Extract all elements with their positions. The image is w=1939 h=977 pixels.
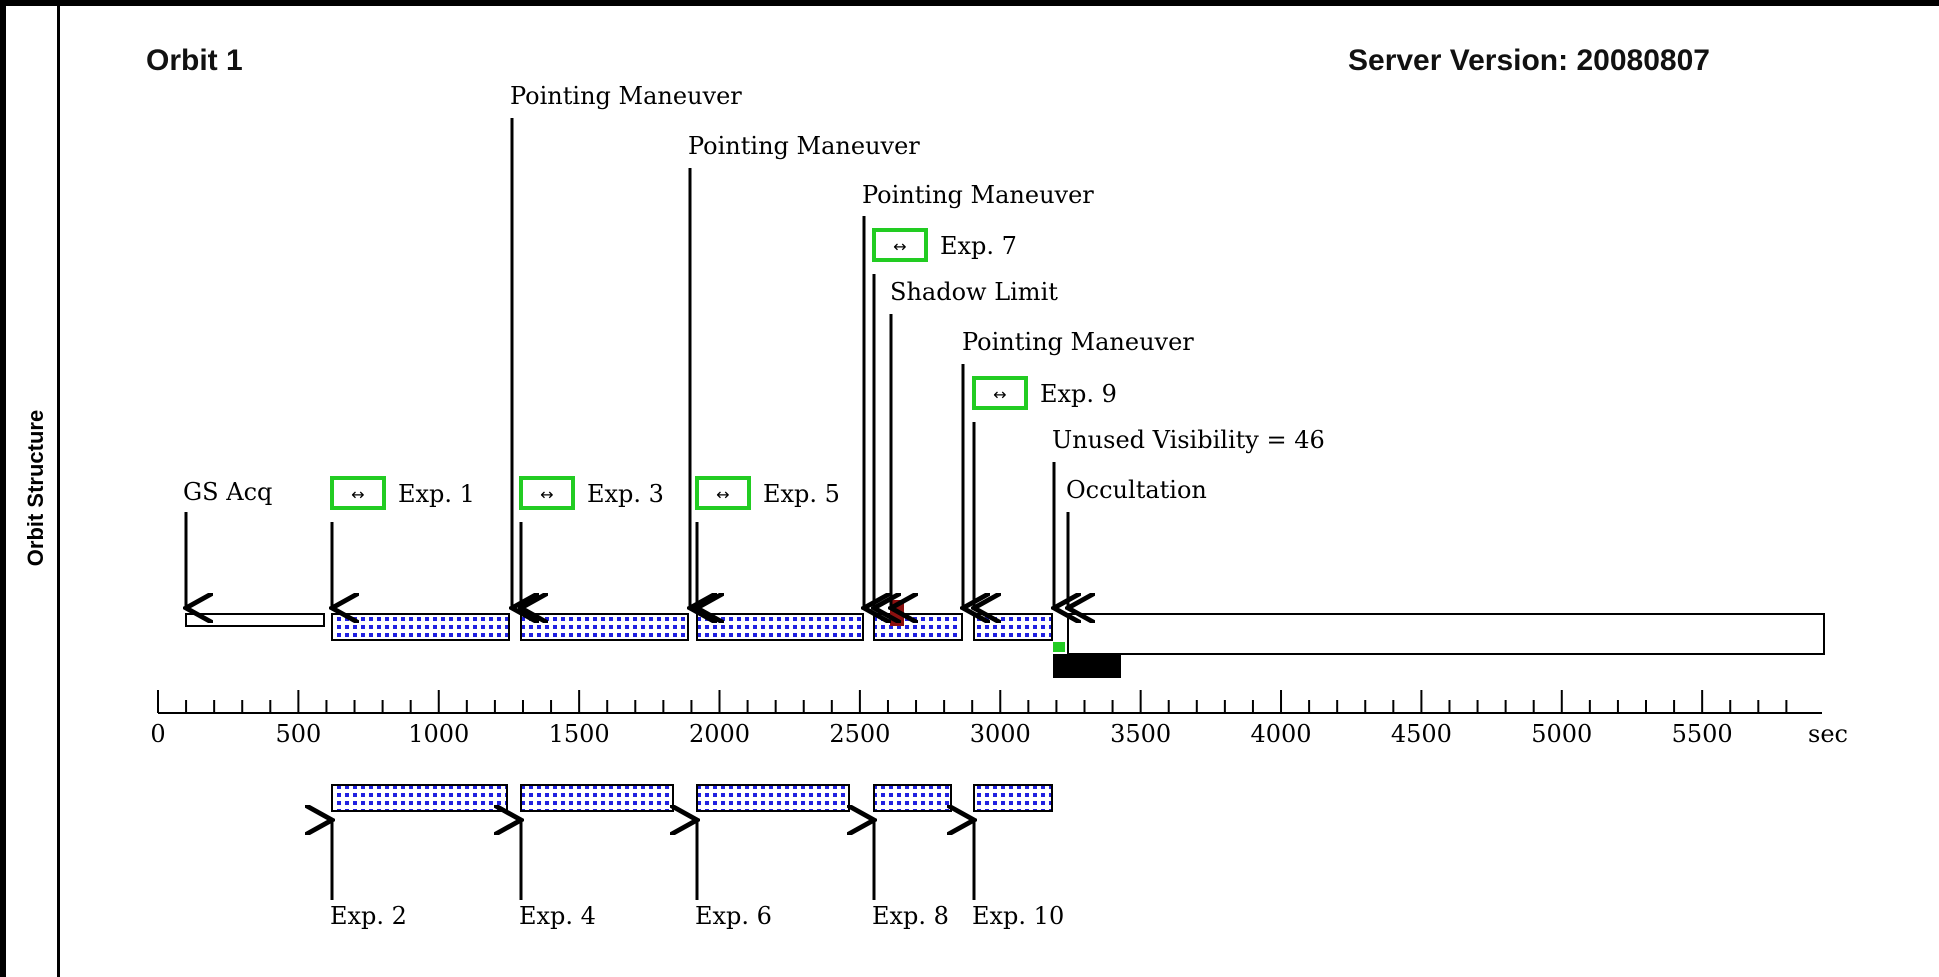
axis-unit: sec [1808,720,1848,748]
event-label: Occultation [1066,476,1207,504]
exposure-label-bottom: Exp. 10 [972,902,1064,930]
axis-tick-label: 4500 [1391,720,1452,748]
unused-visibility-marker [1053,642,1065,652]
exposure-label-top: Exp. 1 [398,480,475,508]
exposure-bar-bottom [331,784,508,812]
exposure-label-bottom: Exp. 4 [519,902,596,930]
exposure-label-top: Exp. 7 [940,232,1017,260]
event-label: Pointing Maneuver [862,181,1094,209]
orbit-title: Orbit 1 [146,44,243,77]
expand-arrows-icon: ↔ [540,485,553,504]
axis-tick-label: 3000 [970,720,1031,748]
expand-arrows-icon: ↔ [993,385,1006,404]
exposure-label-bottom: Exp. 2 [330,902,407,930]
axis-tick-label: 1000 [408,720,469,748]
expand-box [330,476,386,510]
axis-tick-label: 2000 [689,720,750,748]
expand-box [695,476,751,510]
bottom-exposures-layer: Exp. 2 Exp. 4 Exp. 6 Exp. 8 Exp. 10 [330,784,1064,930]
axis-tick-label: 4000 [1250,720,1311,748]
axis-tick-label: 3500 [1110,720,1171,748]
event-label: Pointing Maneuver [510,82,742,110]
axis-layer: 0 500 1000 1500 2000 2500 3000 3500 4000 4500 5000… [150,690,1848,748]
server-version: Server Version: 20080807 [1348,44,1710,77]
expand-box [519,476,575,510]
exposure-bar-top [696,613,864,641]
exposure-bar-bottom [973,784,1053,812]
axis-tick-label: 2500 [829,720,890,748]
axis-tick-label: 0 [150,720,165,748]
exposure-bar-bottom [696,784,850,812]
exposure-bar-bottom [520,784,674,812]
exposure-bar-top [331,613,510,641]
event-label: Pointing Maneuver [962,328,1194,356]
exposure-bar-bottom [873,784,952,812]
occultation-bar [1053,654,1121,678]
axis-tick-label: 1500 [549,720,610,748]
axis-tick-label: 500 [275,720,321,748]
remaining-orbit-bar [1067,613,1825,655]
axis-tick-label: 5500 [1672,720,1733,748]
exposure-label-bottom: Exp. 8 [872,902,949,930]
event-label: GS Acq [183,478,272,506]
exposure-label-top: Exp. 5 [763,480,840,508]
event-label: Shadow Limit [890,278,1058,306]
expand-arrows-icon: ↔ [716,485,729,504]
event-label: Unused Visibility = 46 [1052,426,1325,454]
gs-acq-bar [185,613,325,627]
expand-arrows-icon: ↔ [893,237,906,256]
event-label: Pointing Maneuver [688,132,920,160]
expand-box [972,376,1028,410]
exposure-label-top: Exp. 3 [587,480,664,508]
bars-layer [185,600,1825,678]
exposure-label-bottom: Exp. 6 [695,902,772,930]
exposure-bar-top [973,613,1053,641]
sidebar [0,0,60,977]
top-border [0,0,1939,6]
exposure-label-top: Exp. 9 [1040,380,1117,408]
expand-box [872,228,928,262]
exposure-bar-top [520,613,689,641]
expand-arrows-icon: ↔ [351,485,364,504]
axis-tick-label: 5000 [1531,720,1592,748]
exposure-bar-top [873,613,963,641]
